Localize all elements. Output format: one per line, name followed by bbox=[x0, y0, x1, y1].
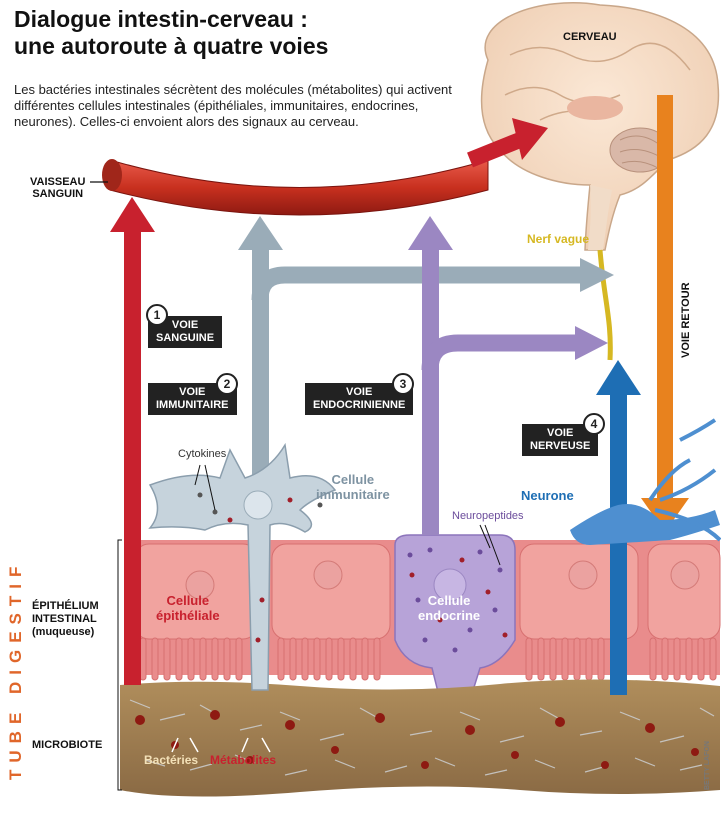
route-3-number: 3 bbox=[392, 373, 414, 395]
intro-text: Les bactéries intestinales sécrètent des… bbox=[14, 82, 452, 129]
cytokines-label: Cytokines bbox=[178, 448, 227, 460]
route-2-arrow bbox=[238, 216, 614, 480]
route-4-number: 4 bbox=[583, 413, 605, 435]
tube-digestif-label: TUBE DIGESTIF bbox=[6, 559, 25, 780]
vessel-label: VAISSEAU SANGUIN bbox=[30, 176, 86, 200]
vagus-nerve bbox=[597, 249, 613, 361]
microbiota-label: MICROBIOTE bbox=[32, 739, 103, 751]
route-1-number: 1 bbox=[146, 304, 168, 326]
neuron bbox=[570, 418, 721, 545]
endocrine-cell bbox=[394, 534, 516, 701]
immune-cell-label: Cellule immunitaire bbox=[316, 472, 390, 502]
epithelial-cell-label: Cellule épithéliale bbox=[156, 593, 220, 623]
route-3-arrow bbox=[408, 216, 608, 535]
metabolites-label: Métabolites bbox=[210, 753, 277, 767]
title: Dialogue intestin-cerveau : une autorout… bbox=[14, 6, 374, 60]
endocrine-cell-label: Cellule endocrine bbox=[418, 593, 481, 623]
route-4-arrow bbox=[596, 360, 641, 695]
neuron-label: Neurone bbox=[521, 488, 574, 503]
return-route-label: VOIE RETOUR bbox=[680, 282, 692, 358]
return-arrow bbox=[641, 95, 689, 532]
immune-cell bbox=[148, 442, 337, 691]
title-line-2: une autoroute à quatre voies bbox=[14, 33, 329, 59]
neuropeptides-label: Neuropeptides bbox=[452, 510, 524, 522]
brain bbox=[480, 2, 720, 251]
vagus-nerve-label: Nerf vague bbox=[527, 232, 590, 246]
microbiota-layer bbox=[120, 679, 720, 797]
blood-vessel bbox=[109, 159, 489, 216]
route-1-arrow bbox=[110, 197, 155, 685]
route-2-number: 2 bbox=[216, 373, 238, 395]
credit: BETTY LAFON bbox=[704, 741, 711, 790]
brain-label: CERVEAU bbox=[563, 31, 617, 43]
title-line-1: Dialogue intestin-cerveau : bbox=[14, 6, 308, 32]
bacteria-label: Bactéries bbox=[144, 753, 199, 767]
epithelium-label: ÉPITHÉLIUM INTESTINAL (muqueuse) bbox=[32, 600, 99, 638]
blood-to-brain-arrow bbox=[467, 118, 548, 168]
